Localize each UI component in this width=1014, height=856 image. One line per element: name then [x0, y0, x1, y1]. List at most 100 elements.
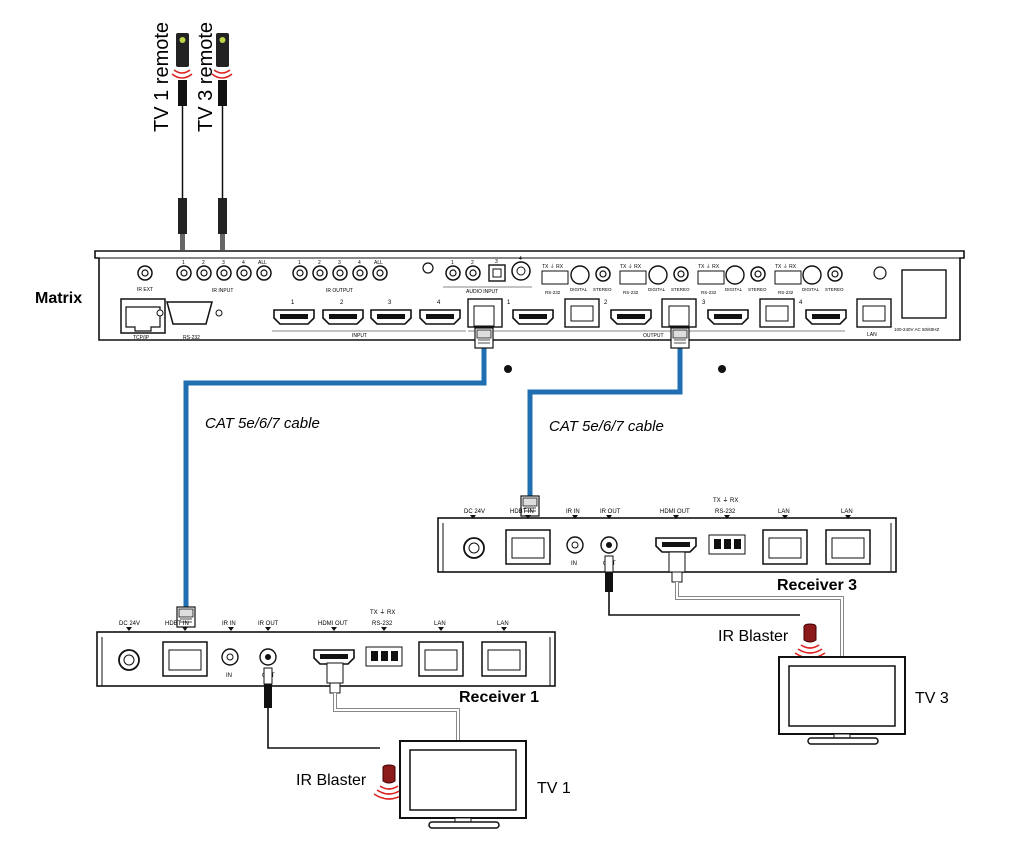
ir-in-n1: 1	[182, 260, 185, 266]
bullet-dot-1	[504, 365, 512, 373]
ir-in-n3: 3	[222, 260, 225, 266]
bullet-dot-2	[718, 365, 726, 373]
ir-blaster-1-label: IR Blaster	[296, 772, 367, 789]
out2-rs232: RS-232	[623, 290, 639, 295]
ir-out-n4: 4	[358, 260, 361, 266]
r1-txrx-label: TX ⏚ RX	[370, 609, 395, 616]
audio-in-n3: 3	[495, 259, 498, 265]
r3-txrx-label: TX ⏚ RX	[713, 497, 738, 504]
r3-lan1-label: LAN	[778, 509, 790, 515]
r1-irin-label: IR IN	[222, 621, 236, 627]
tv-3-label: TV 3	[915, 690, 949, 707]
cat-cable-2	[520, 305, 690, 517]
receiver-3-hdmi-cable	[668, 551, 844, 660]
tv-1	[399, 740, 527, 829]
tv-1-label: TV 1	[537, 780, 571, 797]
ir-remote-sensor-1	[171, 33, 193, 250]
audio-input-label: AUDIO INPUT	[466, 289, 498, 295]
out-n4: 4	[799, 300, 803, 306]
out1-digital: DIGITAL	[570, 287, 588, 292]
out1-txrx: TX ⏚ RX	[542, 263, 564, 270]
ir-out-all-label: ALL	[374, 260, 383, 266]
power-label: 100-240V AC 50/60HZ	[894, 327, 940, 332]
input-label: INPUT	[352, 333, 367, 339]
r1-hdmiout-label: HDMI OUT	[318, 621, 348, 627]
ir-remote-sensor-3	[211, 33, 233, 250]
out-n2: 2	[604, 300, 608, 306]
matrix-power-inlet	[873, 266, 947, 319]
ir-output-label: IR OUTPUT	[326, 288, 353, 294]
r1-dc-label: DC 24V	[119, 621, 140, 627]
ir-out-n2: 2	[318, 260, 321, 266]
out4-digital: DIGITAL	[802, 287, 820, 292]
tv-3	[778, 656, 906, 745]
audio-in-n2: 2	[471, 260, 474, 266]
out-n3: 3	[702, 300, 706, 306]
out1-rs232: RS-232	[545, 290, 561, 295]
r3-dc-label: DC 24V	[464, 509, 485, 515]
matrix-output-audio	[541, 265, 843, 285]
matrix-chassis	[94, 250, 965, 341]
audio-in-n4: 4	[519, 256, 522, 262]
out1-stereo: STEREO	[593, 287, 612, 292]
audio-in-n1: 1	[451, 260, 454, 266]
r1-lan2-label: LAN	[497, 621, 509, 627]
ir-in-all-label: ALL	[258, 260, 267, 266]
out4-txrx: TX ⏚ RX	[775, 263, 797, 270]
rs232-label: RS-232	[183, 335, 200, 341]
matrix-lan-port	[856, 298, 892, 328]
out2-stereo: STEREO	[671, 287, 690, 292]
hdmi-in-n1: 1	[291, 300, 295, 306]
out3-stereo: STEREO	[748, 287, 767, 292]
ir-input-label: IR INPUT	[212, 288, 233, 294]
remote-label-tv1: TV 1 remote	[151, 22, 173, 132]
output-label: OUTPUT	[643, 333, 664, 339]
out-n1: 1	[507, 300, 511, 306]
r3-in-label: IN	[571, 561, 577, 567]
ir-blaster-3	[794, 623, 826, 659]
cable-label-2: CAT 5e/6/7 cable	[549, 418, 664, 435]
r1-lan1-label: LAN	[434, 621, 446, 627]
ir-in-n2: 2	[202, 260, 205, 266]
out4-rs232: RS-232	[778, 290, 794, 295]
out3-rs232: RS-232	[701, 290, 717, 295]
hdmi-in-n3: 3	[388, 300, 392, 306]
out3-txrx: TX ⏚ RX	[698, 263, 720, 270]
matrix-rs232-port	[156, 301, 223, 325]
remote-label-tv3: TV 3 remote	[195, 22, 217, 132]
receiver-1-label: Receiver 1	[459, 689, 539, 706]
r3-irin-label: IR IN	[566, 509, 580, 515]
ir-out-n3: 3	[338, 260, 341, 266]
matrix-label: Matrix	[35, 290, 82, 307]
ir-ext-label: IR EXT	[137, 287, 153, 293]
r3-rs232-label: RS-232	[715, 509, 736, 515]
out2-digital: DIGITAL	[648, 287, 666, 292]
r1-hdbt-label: HDBT IN	[165, 621, 189, 627]
receiver-3-label: Receiver 3	[777, 577, 857, 594]
r3-hdbt-label: HDBT IN	[510, 509, 534, 515]
r3-hdmiout-label: HDMI OUT	[660, 509, 690, 515]
cable-label-1: CAT 5e/6/7 cable	[205, 415, 320, 432]
matrix-audio-inputs	[445, 261, 531, 282]
out3-digital: DIGITAL	[725, 287, 743, 292]
out2-txrx: TX ⏚ RX	[620, 263, 642, 270]
r1-irout-label: IR OUT	[258, 621, 279, 627]
receiver-3-chassis	[437, 515, 897, 573]
matrix-lan-label: LAN	[867, 332, 877, 338]
ir-blaster-3-label: IR Blaster	[718, 628, 789, 645]
receiver-1-ir-cable	[263, 667, 380, 749]
r3-irout-label: IR OUT	[600, 509, 621, 515]
matrix-ir-jacks	[137, 262, 434, 281]
r1-in-label: IN	[226, 673, 232, 679]
r3-lan2-label: LAN	[841, 509, 853, 515]
receiver-1-hdmi-cable	[326, 662, 460, 742]
receiver-1-chassis	[96, 627, 556, 687]
out4-stereo: STEREO	[825, 287, 844, 292]
r1-rs232-label: RS-232	[372, 621, 393, 627]
cat-cable-1	[176, 305, 495, 628]
receiver-3-ir-cable	[604, 555, 800, 616]
ir-out-n1: 1	[298, 260, 301, 266]
hdmi-in-n4: 4	[437, 300, 441, 306]
hdmi-in-n2: 2	[340, 300, 344, 306]
